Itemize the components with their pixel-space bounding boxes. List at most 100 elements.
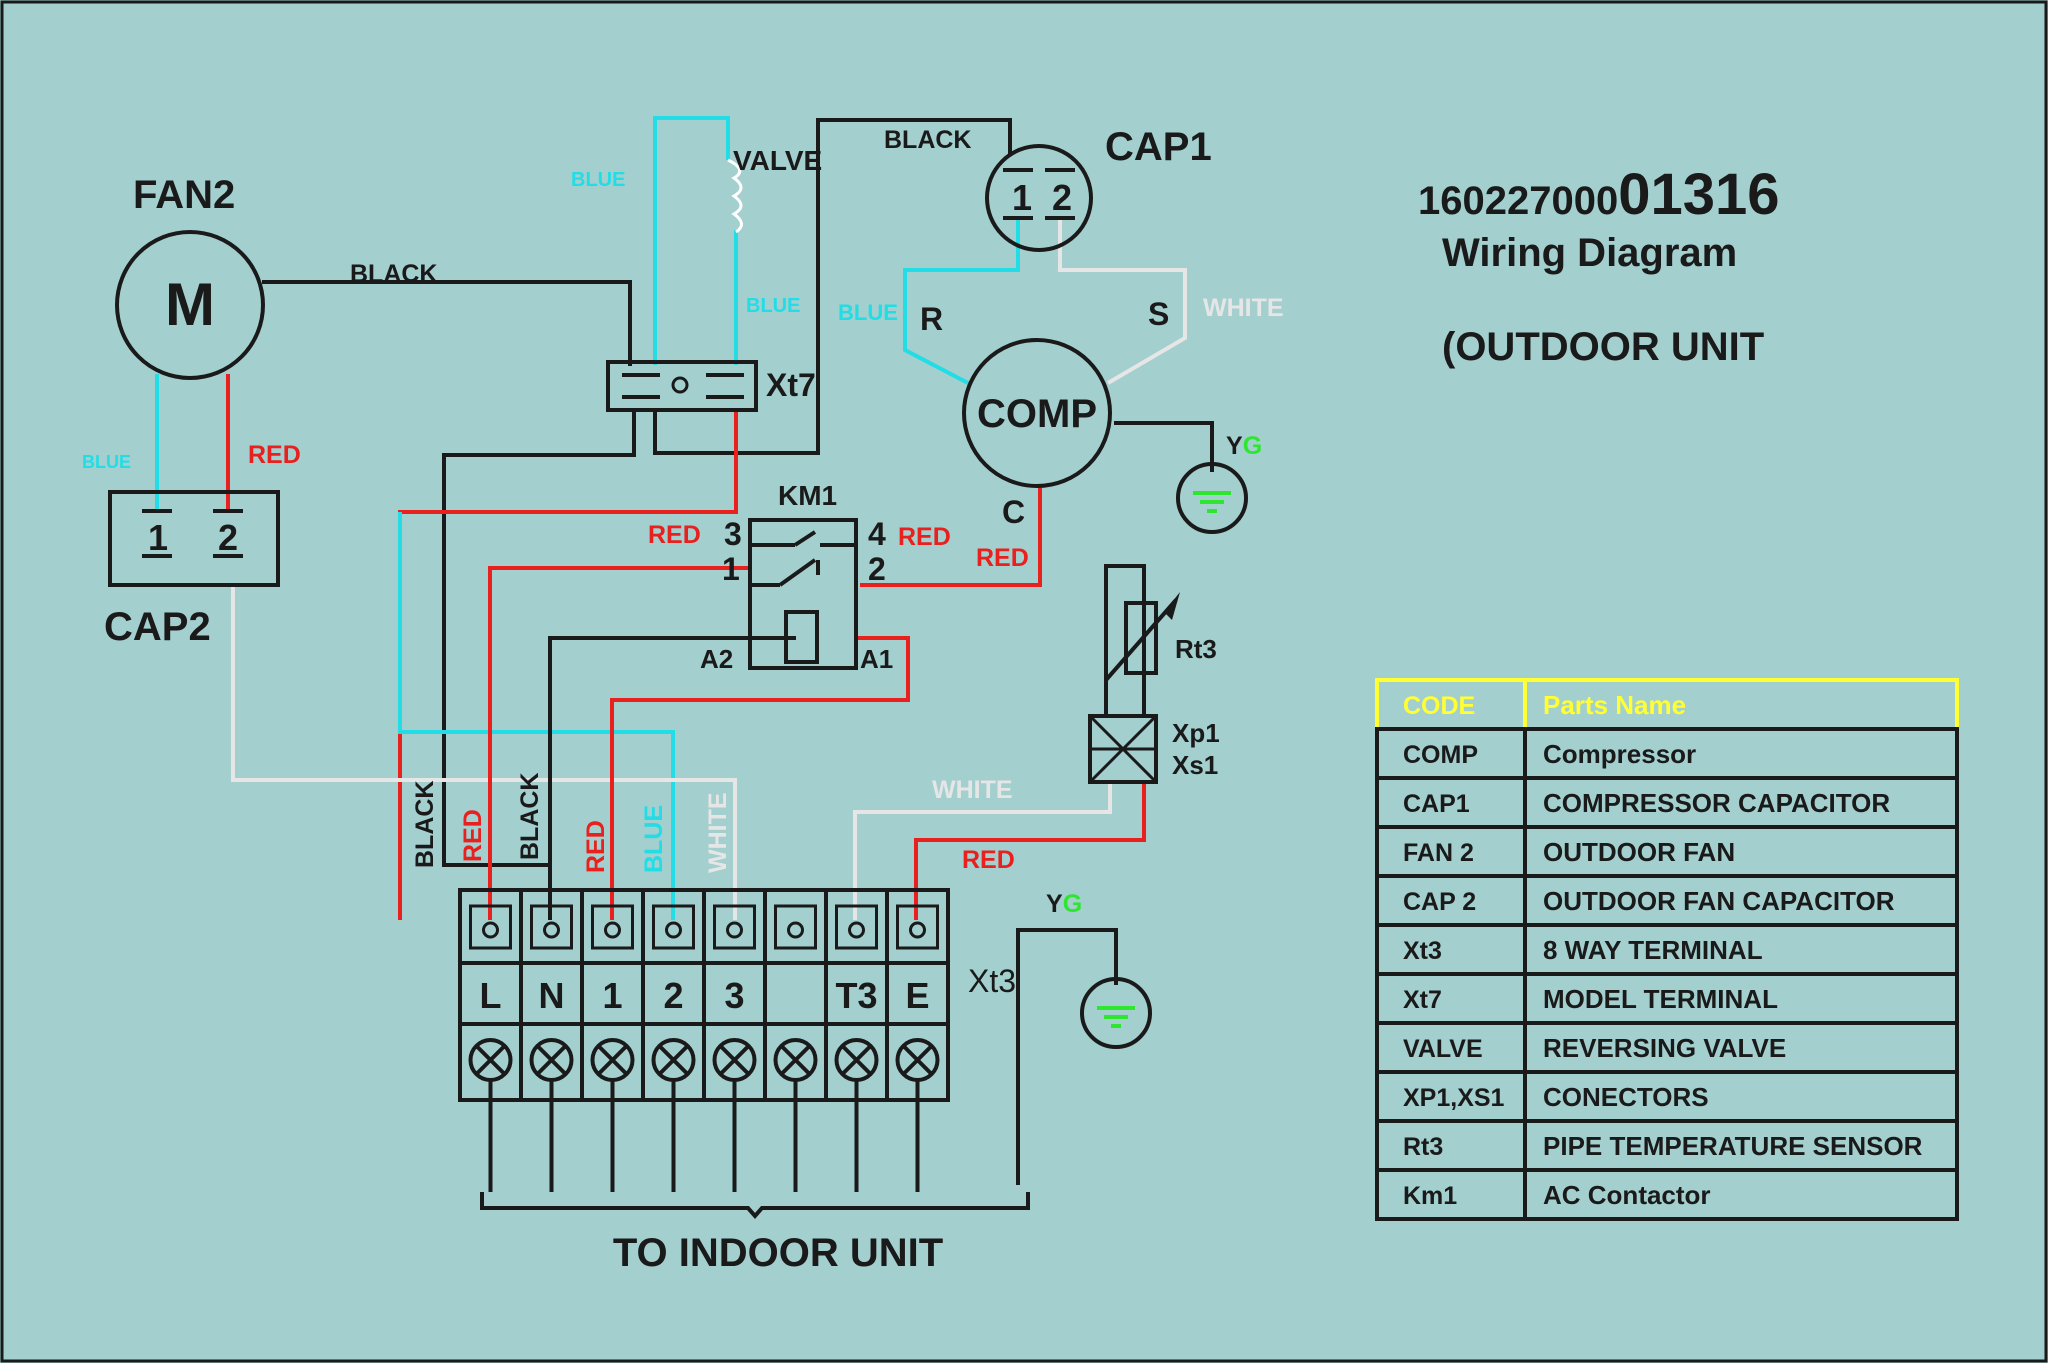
cap1-label: CAP1 <box>1105 125 1212 169</box>
ground-symbol-comp: YG <box>1176 432 1262 534</box>
xt3-screw-point <box>787 921 804 939</box>
label-black-fan: BLACK <box>350 260 438 288</box>
connector-cross <box>1088 714 1158 784</box>
ground-comp-g: G <box>1243 432 1262 460</box>
xt7-terminal: Xt7 <box>606 360 816 412</box>
rt3-arrow-head <box>1164 592 1180 620</box>
compressor-circle <box>962 338 1112 488</box>
parts-table-part-name: MODEL TERMINAL <box>1543 984 1778 1014</box>
rt3-arrow-line <box>1104 598 1178 682</box>
km1-pin4: 4 <box>868 516 886 552</box>
ground-symbol-xt3: YG <box>1046 890 1152 1049</box>
parts-table-code: Xt3 <box>1403 937 1442 965</box>
cap2: 1 2 CAP2 <box>104 490 280 649</box>
xt3-terminal-cross <box>598 1045 627 1075</box>
xt3-screw-point <box>909 921 926 939</box>
km1-a1: A1 <box>860 644 893 674</box>
label-v-white: WHITE <box>704 792 732 873</box>
xt3-terminal-label: T3 <box>835 975 877 1016</box>
xt7-label: Xt7 <box>766 367 816 403</box>
rt3-sensor: Rt3 <box>1104 564 1217 716</box>
wire-xt3-ground <box>1016 928 1118 1185</box>
xt3-terminal-label: 2 <box>663 975 683 1016</box>
diagram-title-text: Wiring Diagram <box>1442 231 1737 275</box>
xt3-screw-socket <box>469 904 512 950</box>
parts-table-code: FAN 2 <box>1403 839 1474 867</box>
label-white-cap1: WHITE <box>1203 294 1284 322</box>
parts-table-code: XP1,XS1 <box>1403 1084 1505 1112</box>
xt3-terminal-cross <box>720 1045 749 1075</box>
label-black-top: BLACK <box>884 126 972 154</box>
xt3-terminal-cross <box>903 1045 932 1075</box>
wire-cap1-black <box>653 118 1012 455</box>
xt3-screw-socket <box>530 904 573 950</box>
label-blue-valve-right: BLUE <box>746 295 800 317</box>
parts-table-part-name: AC Contactor <box>1543 1180 1711 1210</box>
xt3-screw-point <box>726 921 743 939</box>
xs1-label: Xs1 <box>1172 750 1218 780</box>
parts-table-code: Km1 <box>1403 1182 1457 1210</box>
wire-red-terminal-l <box>488 566 750 920</box>
model-code-prefix: 160227000 <box>1418 179 1618 223</box>
parts-table-code: Xt7 <box>1403 986 1442 1014</box>
ground-comp-yg-label: YG <box>1226 432 1262 460</box>
xt3-terminal-cross <box>842 1045 871 1075</box>
km1-pin2: 2 <box>868 551 886 587</box>
wire-white-t3 <box>853 782 1112 920</box>
cap2-pin2: 2 <box>218 517 238 558</box>
label-white-xs1: WHITE <box>932 776 1013 804</box>
xt3-screw-socket <box>774 904 817 950</box>
wire-red-terminal1 <box>610 636 910 920</box>
wire-cap1-blue <box>903 218 1020 385</box>
km1-pin3: 3 <box>724 516 742 552</box>
xt3-screw-point <box>543 921 560 939</box>
parts-table-part-name: COMPRESSOR CAPACITOR <box>1543 788 1890 818</box>
parts-table-part-name: CONECTORS <box>1543 1082 1709 1112</box>
xt7-box <box>606 360 758 412</box>
label-blue-valve-left: BLUE <box>571 169 625 191</box>
parts-table-part-name: Compressor <box>1543 739 1696 769</box>
wire-labels: BLACK BLACK BLUE RED BLUE BLUE BLUE WHIT… <box>82 126 1284 874</box>
km1-coil <box>784 610 819 664</box>
km1-a2: A2 <box>700 644 733 674</box>
cap1: 1 2 CAP1 <box>985 125 1212 252</box>
compressor-c: C <box>1002 494 1025 530</box>
km1-contactor: KM1 3 4 1 2 A2 A1 <box>700 480 893 674</box>
cap2-label: CAP2 <box>104 605 211 649</box>
compressor-s: S <box>1148 296 1169 332</box>
ground-xt3-g: G <box>1063 890 1082 918</box>
valve-coil <box>727 158 743 234</box>
wire-comp-ground <box>1114 421 1214 472</box>
label-v-red-1: RED <box>459 809 487 862</box>
ground-xt3-circle <box>1080 977 1152 1049</box>
parts-table-code: Rt3 <box>1403 1133 1443 1161</box>
rt3-outline <box>1104 564 1146 716</box>
xt3-screw-socket <box>652 904 695 950</box>
xt3-terminal-cross <box>537 1045 566 1075</box>
xt3-terminal-cross <box>659 1045 688 1075</box>
xt3-terminal-label: 3 <box>724 975 744 1016</box>
parts-table-part-name: PIPE TEMPERATURE SENSOR <box>1543 1131 1923 1161</box>
wire-black-a2 <box>548 636 796 920</box>
wire-cap1-white <box>1058 218 1187 385</box>
parts-table-header-name: Parts Name <box>1543 690 1686 720</box>
fan-motor-circle <box>115 230 265 380</box>
wire-red-km-left <box>398 410 738 920</box>
ground-xt3-yg-label: YG <box>1046 890 1082 918</box>
wire-white-terminal3 <box>231 585 737 920</box>
label-v-blue: BLUE <box>640 805 668 873</box>
xt3-terminal-label: 1 <box>602 975 622 1016</box>
indoor-label: TO INDOOR UNIT <box>613 1231 943 1275</box>
parts-table-part-name: REVERSING VALVE <box>1543 1033 1786 1063</box>
xt3-screw-socket <box>591 904 634 950</box>
parts-table-code: COMP <box>1403 741 1478 769</box>
ground-comp-circle <box>1176 462 1248 534</box>
xt3-terminal-label: N <box>539 975 565 1016</box>
wire-red-e <box>914 782 1146 920</box>
parts-table-part-name: 8 WAY TERMINAL <box>1543 935 1763 965</box>
parts-table-code: CAP1 <box>1403 790 1470 818</box>
